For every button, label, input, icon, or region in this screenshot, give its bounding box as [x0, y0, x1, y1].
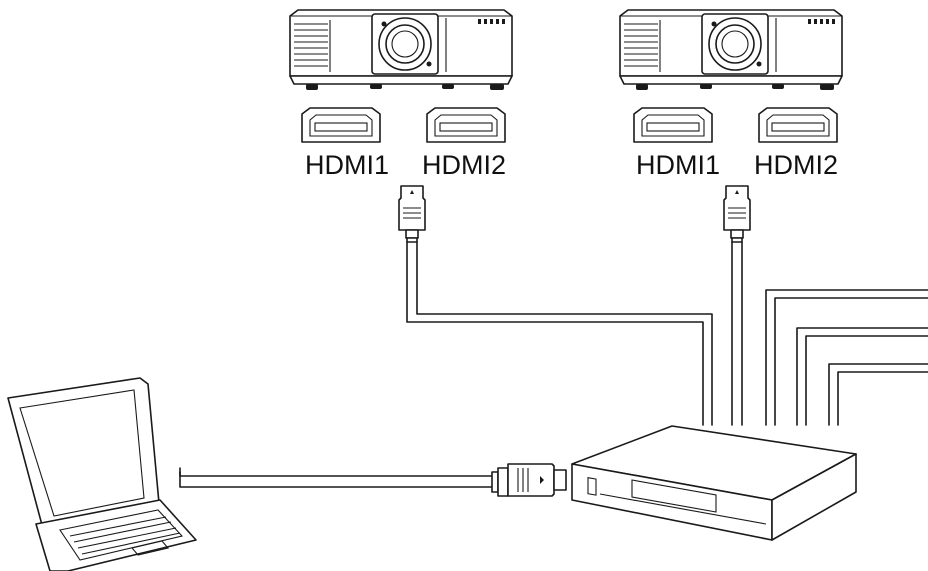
port-label-hdmi2: HDMI2	[422, 150, 506, 180]
projector-left: HDMI1 HDMI2	[289, 9, 513, 243]
hdmi-plug-icon	[723, 185, 751, 243]
hdmi-port-icon	[633, 107, 713, 143]
hdmi-plug-icon	[491, 463, 567, 497]
hdmi-port-icon	[301, 107, 381, 143]
projector-icon	[289, 9, 513, 91]
port-label-hdmi2: HDMI2	[754, 150, 838, 180]
hdmi-splitter-icon	[571, 425, 857, 541]
port-label-hdmi1: HDMI1	[305, 150, 389, 180]
laptop-icon	[7, 377, 197, 571]
projector-icon	[619, 9, 843, 91]
projector-right: HDMI1 HDMI2	[619, 9, 843, 243]
hdmi-plug-icon	[398, 185, 426, 243]
port-label-hdmi1: HDMI1	[636, 150, 720, 180]
hdmi-cables	[179, 241, 928, 488]
hdmi-port-icon	[426, 107, 506, 143]
hdmi-port-icon	[758, 107, 838, 143]
